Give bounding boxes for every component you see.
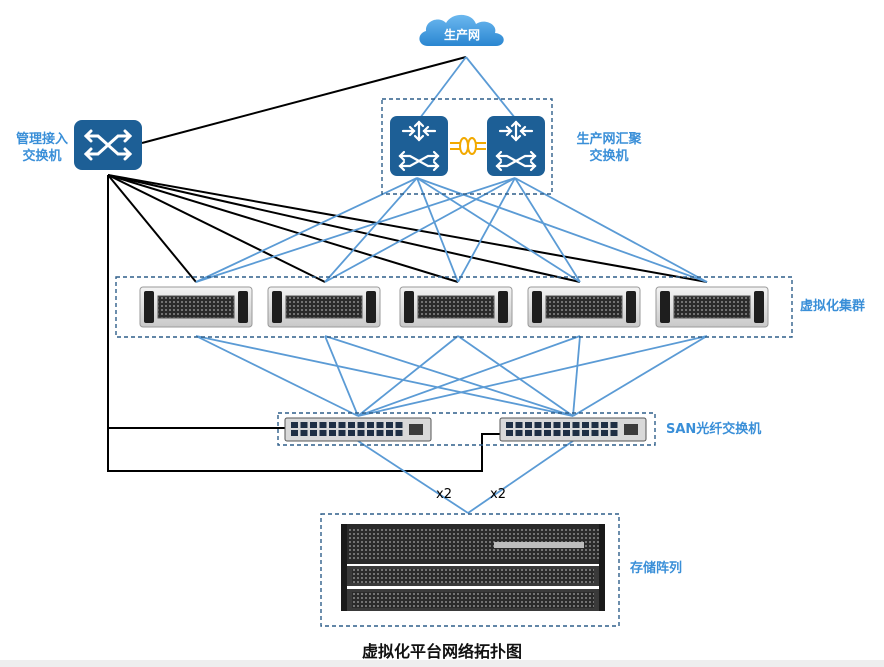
san-switch-2 [499, 417, 647, 442]
cloud-label: 生产网 [444, 27, 480, 42]
management-switch-label-line2: 交换机 [22, 149, 62, 164]
core-switch-label: 生产网汇聚 交换机 [566, 131, 652, 165]
management-switch-icon [74, 120, 142, 170]
san-switch-label: SAN光纤交换机 [666, 422, 762, 437]
core-switch-right-icon [487, 116, 545, 176]
core-switch-label-line1: 生产网汇聚 [576, 132, 642, 147]
stack-link-icon [450, 137, 486, 155]
san-group-border [277, 412, 656, 446]
core-switch-left-icon [390, 116, 448, 176]
server-row [139, 286, 769, 328]
server-4 [527, 286, 641, 328]
diagram-caption: 虚拟化平台网络拓扑图 [361, 642, 522, 661]
server-2 [267, 286, 381, 328]
storage-group-border [320, 513, 620, 627]
cluster-label: 虚拟化集群 [800, 299, 866, 314]
server-3 [399, 286, 513, 328]
cluster-group-border [115, 276, 793, 338]
production-network-cloud-icon: 生产网 [419, 14, 504, 47]
storage-array-label: 存储阵列 [630, 561, 683, 576]
data-links [195, 56, 708, 514]
management-links [107, 56, 708, 472]
core-switch-group-border [381, 98, 553, 195]
footer-band [0, 660, 884, 667]
server-1 [139, 286, 253, 328]
san-switch-1 [284, 417, 432, 442]
management-switch-label-line1: 管理接入 [15, 132, 68, 147]
storage-array-icon [341, 524, 605, 611]
management-switch-label: 管理接入 交换机 [8, 131, 76, 165]
link-multiplier-right: x2 [490, 487, 506, 502]
san-switch-row [284, 417, 647, 442]
server-5 [655, 286, 769, 328]
link-multiplier-left: x2 [436, 487, 452, 502]
core-switch-label-line2: 交换机 [589, 149, 629, 164]
